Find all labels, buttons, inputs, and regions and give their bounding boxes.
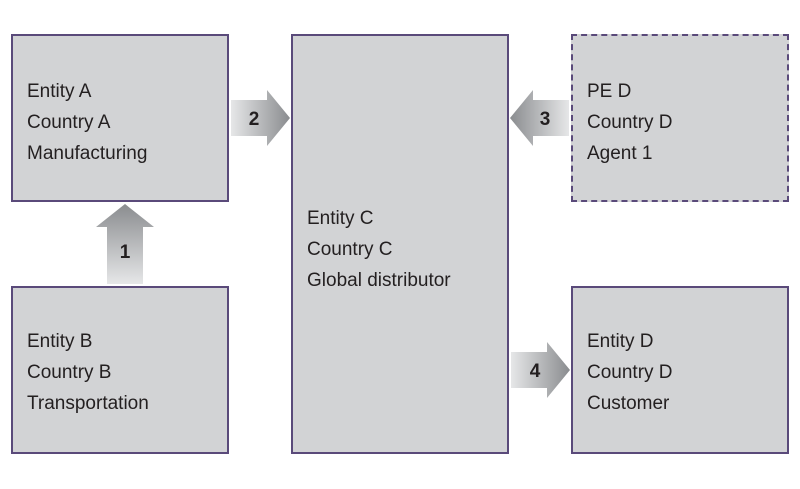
entity-b-box: Entity B Country B Transportation — [11, 286, 229, 454]
arrow-4-label: 4 — [530, 361, 541, 382]
arrow-1-shape — [96, 204, 154, 284]
arrow-2-shape — [231, 90, 290, 146]
arrow-1: 1 — [96, 204, 154, 284]
arrow-3: 3 — [510, 90, 569, 146]
entity-a-role: Manufacturing — [27, 143, 148, 164]
arrow-2: 2 — [231, 90, 290, 146]
arrow-2-label: 2 — [249, 109, 260, 130]
entity-c-text: Entity C Country C Global distributor — [307, 203, 451, 296]
arrow-4: 4 — [511, 342, 570, 398]
entity-c-role: Global distributor — [307, 270, 451, 291]
arrow-3-label: 3 — [540, 109, 551, 130]
pe-d-name: PE D — [587, 81, 632, 102]
entity-d-name: Entity D — [587, 331, 654, 352]
entity-c-name: Entity C — [307, 208, 374, 229]
arrow-1-label: 1 — [120, 242, 131, 263]
entity-b-text: Entity B Country B Transportation — [27, 326, 149, 419]
entity-d-box: Entity D Country D Customer — [571, 286, 789, 454]
entity-d-text: Entity D Country D Customer — [587, 326, 673, 419]
entity-d-role: Customer — [587, 393, 670, 414]
arrow-3-shape — [510, 90, 569, 146]
entity-a-box: Entity A Country A Manufacturing — [11, 34, 229, 202]
pe-d-role: Agent 1 — [587, 143, 653, 164]
entity-c-box: Entity C Country C Global distributor — [291, 34, 509, 454]
entity-b-name: Entity B — [27, 331, 93, 352]
entity-a-country: Country A — [27, 112, 111, 133]
entity-d-country: Country D — [587, 362, 673, 383]
pe-d-country: Country D — [587, 112, 673, 133]
entity-c-country: Country C — [307, 239, 393, 260]
entity-b-role: Transportation — [27, 393, 149, 414]
pe-d-box: PE D Country D Agent 1 — [571, 34, 789, 202]
entity-a-text: Entity A Country A Manufacturing — [27, 76, 147, 169]
entity-b-country: Country B — [27, 362, 112, 383]
entity-a-name: Entity A — [27, 81, 92, 102]
arrow-4-shape — [511, 342, 570, 398]
pe-d-text: PE D Country D Agent 1 — [587, 76, 673, 169]
